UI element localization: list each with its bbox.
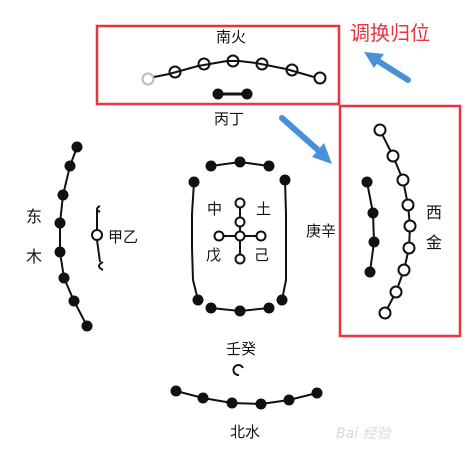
- center-label-tl: 中: [207, 200, 222, 218]
- annotation-text: 调换归位: [350, 21, 430, 45]
- center-label-br: 己: [254, 246, 269, 264]
- arrow-to-label: [364, 52, 411, 83]
- east-label-bottom: 木: [26, 247, 42, 266]
- north-solid-dots: [170, 385, 323, 410]
- east-solid-dots: [54, 141, 93, 332]
- west-open-dots: [373, 123, 417, 320]
- south-open-dots: [141, 54, 327, 86]
- arrow-south-to-west: [279, 115, 332, 164]
- north-stems-label: 壬癸: [226, 340, 256, 358]
- west-solid-dots: [361, 176, 380, 278]
- west-stems-label: 庚辛: [306, 222, 336, 240]
- center-cross: [213, 197, 267, 265]
- center-label-bl: 戊: [206, 246, 221, 264]
- south-solid-dots: [212, 88, 253, 100]
- center-solid-dots: [188, 156, 291, 317]
- west-highlight-box: [338, 104, 462, 338]
- east-label-top: 东: [26, 207, 42, 226]
- watermark: Bai 经验: [336, 426, 393, 442]
- west-label-bottom: 金: [426, 233, 442, 252]
- north-label: 北水: [230, 423, 260, 441]
- east-inner-dots: [91, 205, 104, 271]
- east-stems-label: 甲乙: [108, 228, 138, 246]
- south-stems-label: 丙丁: [214, 110, 244, 128]
- west-label-top: 西: [426, 203, 442, 222]
- north-open-dot: [232, 364, 244, 376]
- south-chain: [153, 60, 315, 78]
- south-highlight-box: [95, 24, 341, 106]
- south-label: 南火: [216, 28, 246, 46]
- center-label-tr: 土: [256, 200, 271, 218]
